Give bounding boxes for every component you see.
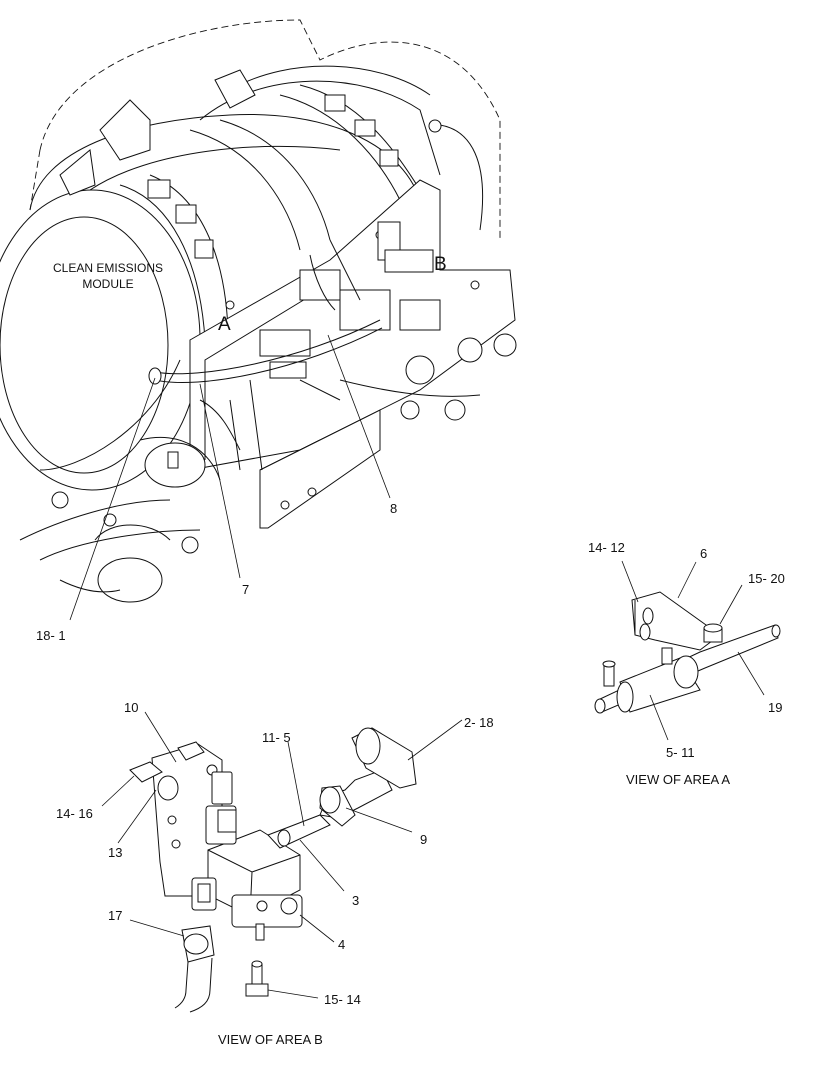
callout-8: 8 <box>390 501 397 516</box>
clean-emissions-module-assembly <box>0 19 517 603</box>
area-b-title: VIEW OF AREA B <box>218 1032 323 1047</box>
callout-2-18: 2- 18 <box>464 715 494 730</box>
callout-3: 3 <box>352 893 359 908</box>
callout-19: 19 <box>768 700 782 715</box>
module-label: CLEAN EMISSIONS MODULE <box>53 261 163 291</box>
area-ref-b: B <box>434 254 447 275</box>
area-a-title: VIEW OF AREA A <box>626 772 730 787</box>
callout-15-20: 15- 20 <box>748 571 785 586</box>
callout-18-1: 18- 1 <box>36 628 66 643</box>
callout-5-11: 5- 11 <box>666 745 695 760</box>
callout-11-5: 11- 5 <box>262 730 291 745</box>
callout-13: 13 <box>108 845 122 860</box>
callout-10: 10 <box>124 700 138 715</box>
area-ref-a: A <box>218 314 231 335</box>
callout-9: 9 <box>420 832 427 847</box>
view-area-a: 14- 12 6 15- 20 19 5- 11 VIEW OF AREA A <box>588 540 785 787</box>
callout-6: 6 <box>700 546 707 561</box>
callout-14-16: 14- 16 <box>56 806 93 821</box>
module-label-line2: MODULE <box>82 277 133 291</box>
callout-7: 7 <box>242 582 249 597</box>
callout-17: 17 <box>108 908 122 923</box>
main-callouts: 8 7 18- 1 <box>36 334 397 643</box>
view-area-b: 10 11- 5 2- 18 14- 16 13 9 3 17 4 15- 14… <box>56 700 494 1047</box>
callout-4: 4 <box>338 937 345 952</box>
module-label-line1: CLEAN EMISSIONS <box>53 261 163 275</box>
callout-15-14: 15- 14 <box>324 992 361 1007</box>
callout-14-12: 14- 12 <box>588 540 625 555</box>
